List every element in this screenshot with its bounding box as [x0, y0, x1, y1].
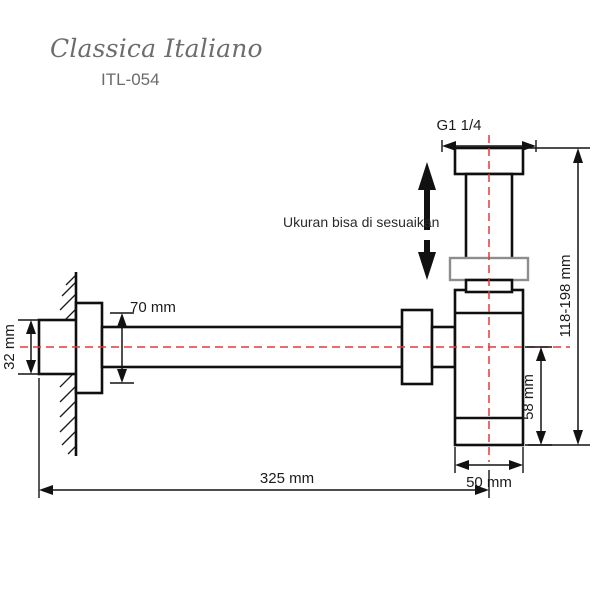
dimension-height-range: 118-198 mm — [528, 147, 590, 446]
dimension-inlet-diameter-label: 32 mm — [1, 324, 18, 370]
adjust-down-arrow — [418, 240, 436, 280]
dimension-thread-top: G1 1/4 — [436, 117, 537, 152]
dimension-height-range-label: 118-198 mm — [557, 254, 574, 337]
dimension-wall-offset-label: 70 mm — [130, 299, 176, 316]
dimension-body-height-label: 58 mm — [520, 374, 537, 420]
dimension-inlet-diameter: 32 mm — [1, 319, 45, 375]
dimension-wall-offset: 70 mm — [110, 299, 176, 384]
dimension-thread-top-label: G1 1/4 — [436, 117, 481, 134]
dimension-total-length-label: 325 mm — [260, 470, 314, 487]
model-code: ITL-054 — [101, 70, 160, 89]
dimension-total-length: 325 mm — [38, 378, 490, 498]
dimension-body-height: 58 mm — [520, 346, 552, 446]
adjustable-note: Ukuran bisa di sesuaikan — [283, 214, 439, 230]
brand-name: Classica Italiano — [50, 34, 263, 63]
wall-flange — [74, 301, 104, 395]
adjust-up-arrow — [418, 162, 436, 230]
horizontal-tube — [100, 325, 404, 369]
